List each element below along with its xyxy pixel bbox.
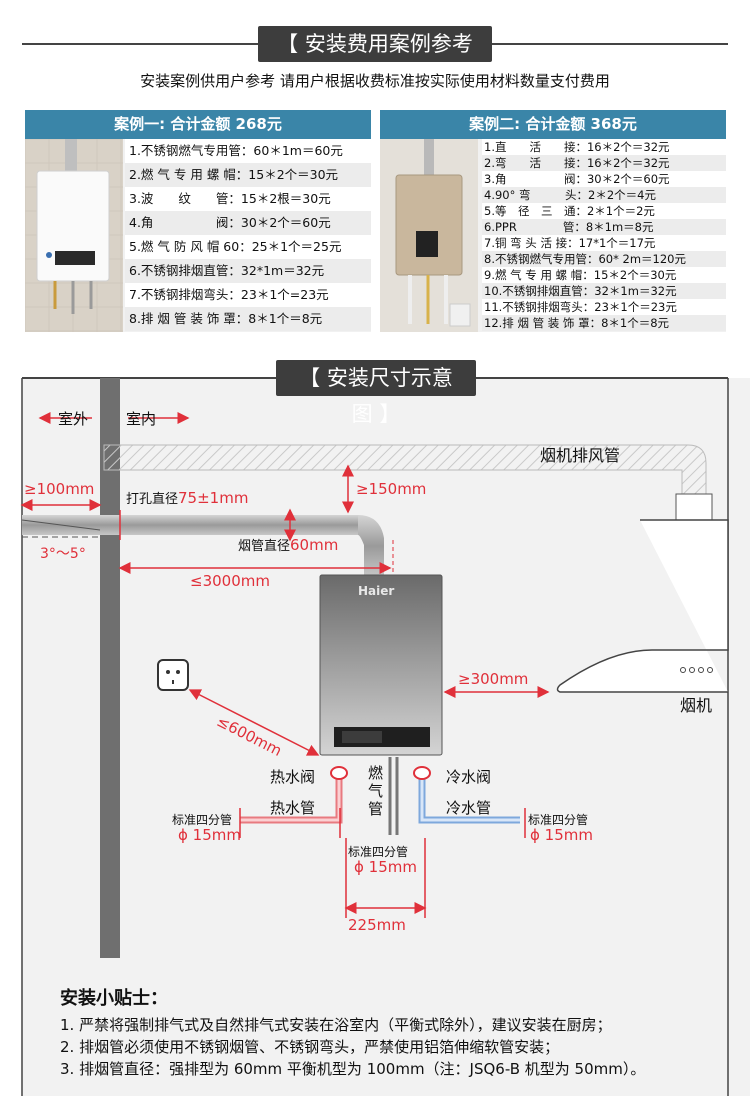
- case-2-photo: [380, 139, 478, 332]
- list-item: 5.燃 气 防 风 帽 60：25＊1个＝25元: [125, 235, 371, 259]
- pipe-dia-prefix: 烟管直径: [238, 539, 291, 554]
- label-hot-pipe: 热水管: [270, 799, 316, 817]
- dim-225: 225mm: [348, 916, 406, 934]
- list-item: 5.等 径 三 通：2＊1个＝2元: [482, 203, 726, 219]
- list-item: 4.角 阀：30＊2个＝60元: [125, 211, 371, 235]
- cost-subtitle: 安装案例供用户参考 请用户根据收费标准按实际使用材料数量支付费用: [140, 72, 610, 90]
- label-range-hood: 烟机: [680, 696, 713, 715]
- hole-prefix: 打孔直径: [126, 492, 179, 507]
- list-item: 10.不锈钢排烟直管：32＊1m＝32元: [482, 283, 726, 299]
- list-item: 2.燃 气 专 用 螺 帽：15＊2个＝30元: [125, 163, 371, 187]
- case-1-header: 案例一: 合计金额 268元: [25, 110, 371, 139]
- label-indoor: 室内: [126, 410, 157, 428]
- case-1-list: 1.不锈钢燃气专用管：60＊1m＝60元 2.燃 气 专 用 螺 帽：15＊2个…: [125, 139, 371, 331]
- label-std-pipe-mid: 标准四分管: [348, 845, 409, 859]
- list-item: 9.燃 气 专 用 螺 帽：15＊2个＝30元: [482, 267, 726, 283]
- divider-left: [22, 43, 258, 45]
- divider-right: [492, 43, 728, 45]
- label-phi-left: ϕ 15mm: [178, 826, 241, 844]
- label-hole-diameter: 打孔直径75±1mm: [126, 488, 248, 507]
- list-item: 2.弯 活 接：16＊2个＝32元: [482, 155, 726, 171]
- heater-brand: Haier: [358, 584, 395, 598]
- label-hot-valve: 热水阀: [270, 768, 316, 786]
- label-hood-duct: 烟机排风管: [540, 446, 621, 465]
- label-std-pipe-right: 标准四分管: [528, 813, 589, 827]
- list-item: 7.铜 弯 头 活 接：17*1个＝17元: [482, 235, 726, 251]
- case-card-2: 案例二: 合计金额 368元 1.直 活 接：16＊2个＝32元 2.弯 活 接…: [380, 110, 726, 332]
- label-pipe-diameter: 烟管直径60mm: [238, 535, 338, 554]
- water-heater-photo-2: [380, 139, 478, 332]
- case-2-header: 案例二: 合计金额 368元: [380, 110, 726, 139]
- dim-300: ≥300mm: [458, 670, 529, 688]
- tip-item-2: 2. 排烟管必须使用不锈钢烟管、不锈钢弯头，严禁使用铝箔伸缩软管安装；: [60, 1038, 560, 1056]
- list-item: 1.不锈钢燃气专用管：60＊1m＝60元: [125, 139, 371, 163]
- list-item: 3.波 纹 管：15＊2根＝30元: [125, 187, 371, 211]
- list-item: 6.不锈钢排烟直管：32*1m＝32元: [125, 259, 371, 283]
- section-header-cost: 【 安装费用案例参考 】: [0, 24, 750, 92]
- label-cold-valve: 冷水阀: [446, 768, 492, 786]
- list-item: 8.不锈钢燃气专用管：60* 2m＝120元: [482, 251, 726, 267]
- list-item: 3.角 阀：30＊2个＝60元: [482, 171, 726, 187]
- label-std-pipe-left: 标准四分管: [172, 813, 233, 827]
- label-slope: 3°～5°: [40, 546, 86, 562]
- tip-item-3: 3. 排烟管直径：强排型为 60mm 平衡机型为 100mm（注：JSQ6-B …: [60, 1060, 646, 1078]
- section-header-diagram: 【 安装尺寸示意图 】: [0, 358, 750, 426]
- case-card-1: 案例一: 合计金额 268元 1.不锈钢燃气专用管：60＊1m＝60元 2.燃 …: [25, 110, 371, 332]
- list-item: 12.排 烟 管 装 饰 罩：8＊1个＝8元: [482, 315, 726, 331]
- list-item: 1.直 活 接：16＊2个＝32元: [482, 139, 726, 155]
- list-item: 7.不锈钢排烟弯头：23＊1个=23元: [125, 283, 371, 307]
- case-1-photo: [25, 139, 123, 332]
- label-cold-pipe: 冷水管: [446, 799, 492, 817]
- water-heater-photo-1: [25, 139, 123, 332]
- dim-150: ≥150mm: [356, 480, 427, 498]
- section-title-cost: 【 安装费用案例参考 】: [258, 26, 492, 92]
- label-phi-mid: ϕ 15mm: [354, 858, 417, 876]
- tip-item-1: 1. 严禁将强制排气式及自然排气式安装在浴室内（平衡式除外），建议安装在厨房；: [60, 1016, 612, 1034]
- dim-100: ≥100mm: [24, 480, 95, 498]
- tips-title: 安装小贴士：: [60, 988, 168, 1009]
- label-gas-pipe: 燃气管: [368, 764, 384, 818]
- case-2-list: 1.直 活 接：16＊2个＝32元 2.弯 活 接：16＊2个＝32元 3.角 …: [482, 139, 726, 331]
- list-item: 4.90° 弯 头：2＊2个＝4元: [482, 187, 726, 203]
- label-phi-right: ϕ 15mm: [530, 826, 593, 844]
- section-title-diagram: 【 安装尺寸示意图 】: [276, 360, 476, 426]
- list-item: 8.排 烟 管 装 饰 罩：8＊1个＝8元: [125, 307, 371, 331]
- dim-3000: ≤3000mm: [190, 572, 270, 590]
- list-item: 6.PPR 管：8＊1m＝8元: [482, 219, 726, 235]
- hole-value: 75±1mm: [178, 489, 249, 507]
- label-outdoor: 室外: [58, 410, 89, 428]
- list-item: 11.不锈钢排烟弯头：23＊1个＝23元: [482, 299, 726, 315]
- pipe-dia-value: 60mm: [290, 536, 339, 554]
